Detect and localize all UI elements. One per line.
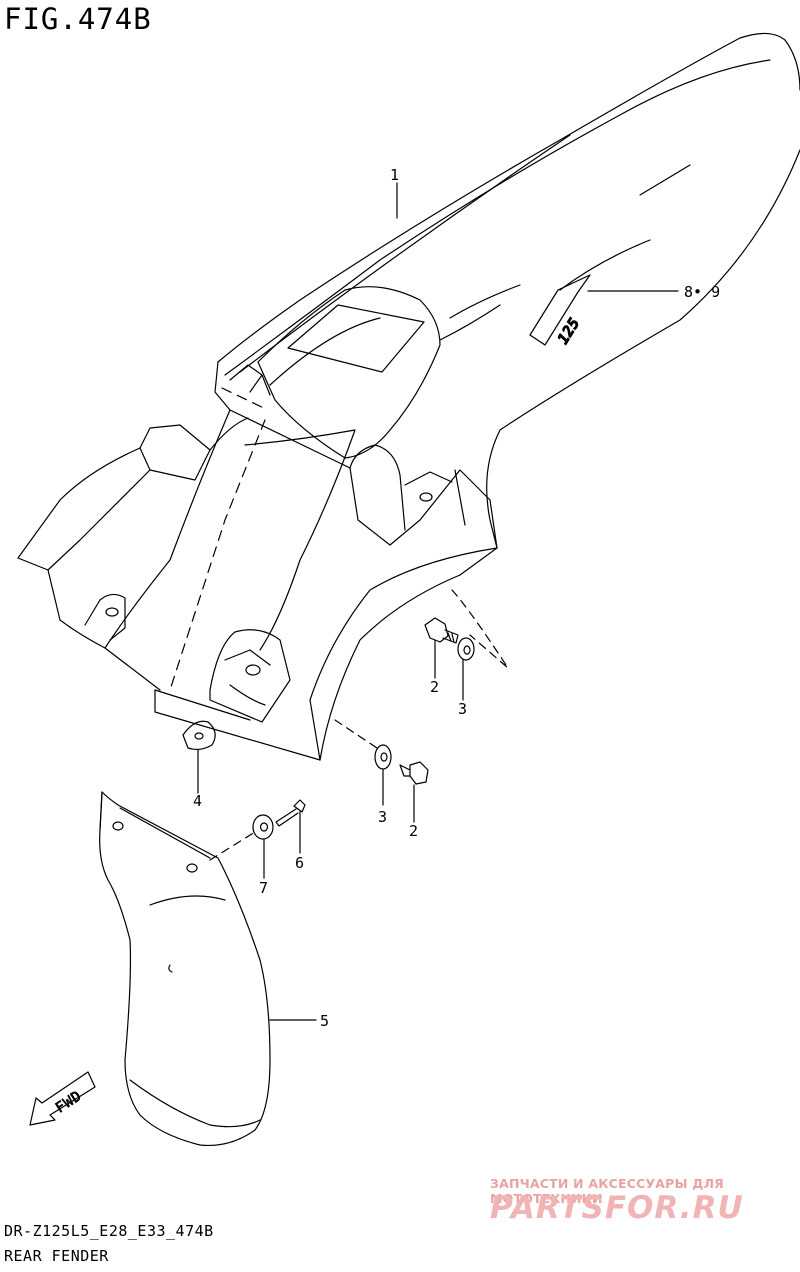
fwd-arrow-icon: FWD [29, 1071, 96, 1126]
decal-125: 125 [529, 274, 591, 348]
bolt-2-lower [399, 761, 429, 785]
mud-flap-part [99, 791, 271, 1147]
washer-3-upper [457, 637, 475, 661]
callout-6: 6 [295, 854, 304, 872]
callout-4: 4 [193, 792, 202, 810]
figure-title: FIG.474B [4, 2, 152, 36]
leader-lines [197, 182, 679, 1021]
washer-3-lower [374, 744, 392, 770]
rear-fender-part: 125 [17, 32, 800, 761]
callout-3-upper: 3 [458, 700, 467, 718]
washer-7 [252, 814, 274, 840]
decal-text: 125 [554, 315, 584, 348]
screw-6 [275, 799, 306, 827]
callout-labels: 1 8• 9 2 3 4 3 2 6 7 5 [193, 166, 720, 1030]
callout-3-lower: 3 [378, 808, 387, 826]
watermark-brand: PARTSFOR.RU [490, 1190, 744, 1226]
bolt-2-upper [424, 617, 459, 644]
assembly-lines [209, 589, 509, 861]
model-code: DR-Z125L5_E28_E33_474B [4, 1222, 214, 1240]
callout-8-9: 8• 9 [684, 283, 720, 301]
clip-nut-4 [182, 720, 216, 751]
section-name: REAR FENDER [4, 1247, 109, 1265]
callout-5: 5 [320, 1012, 329, 1030]
callout-2-upper: 2 [430, 678, 439, 696]
callout-1: 1 [390, 166, 399, 184]
watermark-tagline: ЗАПЧАСТИ И АКСЕССУАРЫ ДЛЯ МОТОТЕХНИКИ [490, 1176, 724, 1206]
callout-7: 7 [259, 879, 268, 897]
callout-2-lower: 2 [409, 822, 418, 840]
fwd-label: FWD [52, 1087, 85, 1117]
